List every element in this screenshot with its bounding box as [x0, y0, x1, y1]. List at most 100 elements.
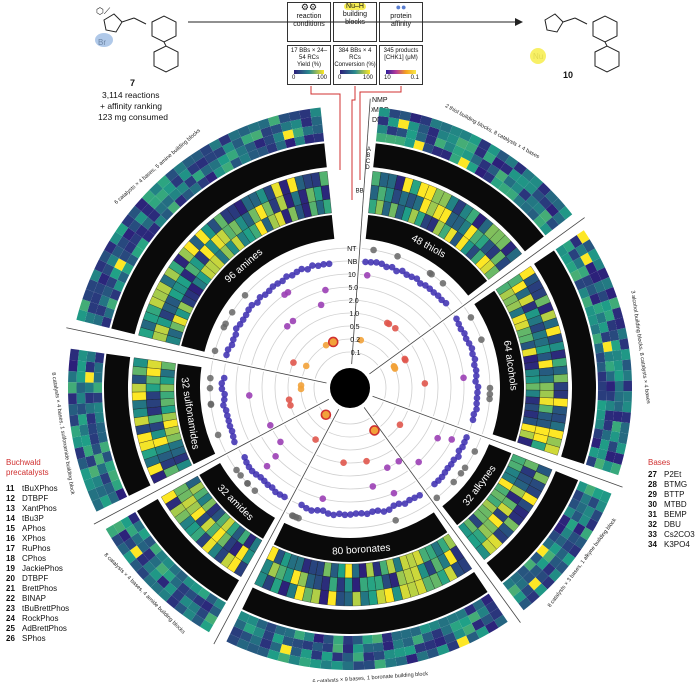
affinity-dot-nb: [358, 509, 365, 517]
legend-number: 12: [6, 494, 15, 503]
heatmap-cell: [313, 633, 325, 644]
heatmap-cell: [298, 656, 311, 668]
heatmap-cell: [99, 249, 112, 264]
affinity-dot: [281, 291, 288, 298]
condition-ring-segment: [242, 572, 488, 634]
heatmap-cell: [77, 457, 89, 471]
legend-name: DBU: [664, 520, 681, 529]
heatmap-cell: [173, 161, 187, 175]
heatmap-cell: [439, 121, 453, 134]
affinity-dot-nb: [395, 500, 403, 508]
bb-heatmap-cell: [552, 365, 568, 376]
heatmap-cell: [299, 108, 312, 119]
heatmap-cell: [603, 309, 615, 322]
viridis-gradient: [294, 70, 324, 74]
heatmap-cell: [93, 382, 103, 393]
heatmap-cell: [542, 537, 555, 550]
protein-icon: ●●: [395, 2, 407, 12]
heatmap-cell: [343, 635, 353, 645]
heatmap-cell: [405, 129, 418, 140]
heatmap-cell: [614, 317, 626, 330]
heatmap-cell: [373, 650, 385, 661]
heatmap-cell: [125, 524, 139, 538]
heatmap-cell: [87, 423, 98, 435]
heatmap-cell: [262, 630, 275, 642]
bb-heatmap-cell: [358, 563, 368, 578]
bb-heatmap-cell: [145, 383, 161, 392]
heatmap-cell: [579, 492, 592, 506]
heatmap-cell: [97, 272, 110, 286]
bb-heatmap-cell: [146, 359, 163, 370]
heatmap-cell: [478, 158, 492, 172]
bb-heatmap-cell: [344, 577, 353, 593]
heatmap-cell: [585, 518, 598, 532]
heatmap-cell: [385, 134, 397, 145]
bb-heatmap-cell: [336, 577, 345, 593]
heatmap-cell: [396, 127, 408, 138]
heatmap-cell: [507, 584, 521, 597]
radial-tick-label: 10: [348, 272, 356, 279]
bb-heatmap-cell: [146, 367, 162, 377]
scale-label: [CHK1] (μM): [384, 55, 418, 61]
heatmap-cell: [253, 137, 266, 150]
heatmap-cell: [89, 433, 100, 445]
heatmap-cell: [332, 643, 344, 653]
heatmap-cell: [191, 169, 205, 183]
heatmap-cell: [83, 477, 96, 492]
affinity-dot-nb: [223, 351, 230, 359]
heatmap-cell: [372, 642, 384, 652]
affinity-dot-nb: [228, 341, 236, 349]
bb-heatmap-cell: [505, 247, 522, 263]
affinity-dot-nb: [229, 433, 237, 440]
affinity-dot-nb: [218, 380, 226, 387]
heatmap-cell: [381, 632, 393, 643]
affinity-dot-nb: [308, 507, 315, 514]
heatmap-cell: [103, 481, 116, 495]
heatmap-cell: [217, 153, 231, 167]
heatmap-cell: [313, 132, 325, 143]
legend-name: P2Et: [664, 470, 682, 479]
heatmap-cell: [76, 392, 86, 404]
affinity-dot-nb: [228, 427, 236, 435]
heatmap-cell: [182, 575, 196, 589]
radial-tick-label: NT: [347, 246, 357, 253]
heatmap-cell: [93, 402, 104, 414]
affinity-dot-nb: [457, 325, 465, 333]
heatmap-cell: [568, 544, 582, 558]
heatmap-cell: [171, 588, 185, 602]
heatmap-cell: [294, 135, 306, 146]
heatmap-cell: [606, 390, 615, 402]
heatmap-cell: [562, 552, 576, 567]
heatmap-cell: [535, 570, 549, 584]
bb-heatmap-cell: [553, 390, 569, 399]
heatmap-cell: [90, 291, 102, 305]
heatmap-cell: [320, 660, 332, 670]
heatmap-cell: [597, 289, 609, 303]
heatmap-cell: [87, 488, 100, 502]
affinity-dot-nb: [232, 331, 240, 338]
heatmap-cell: [95, 484, 108, 499]
legend-name: XantPhos: [22, 504, 57, 513]
heatmap-cell: [518, 597, 532, 611]
heatmap-cell: [269, 641, 282, 653]
heatmap-cell: [246, 614, 259, 627]
heatmap-cell: [597, 390, 607, 401]
heatmap-cell: [160, 207, 174, 221]
sector-divider: [369, 217, 585, 375]
heatmap-cell: [99, 472, 112, 485]
legend-number: 25: [6, 624, 15, 633]
heatmap-cell: [552, 211, 566, 225]
heatmap-cell: [593, 428, 604, 440]
affinity-dot: [363, 272, 371, 279]
heatmap-cell: [466, 161, 479, 174]
bb-heatmap-cell: [131, 391, 147, 401]
affinity-dot: [460, 374, 467, 382]
affinity-dot-nt: [439, 279, 447, 287]
heatmap-cell: [378, 107, 391, 118]
heatmap-cell: [72, 436, 83, 449]
heatmap-cell: [539, 222, 553, 236]
affinity-dot-nb: [468, 345, 476, 352]
heatmap-cell: [567, 248, 581, 262]
